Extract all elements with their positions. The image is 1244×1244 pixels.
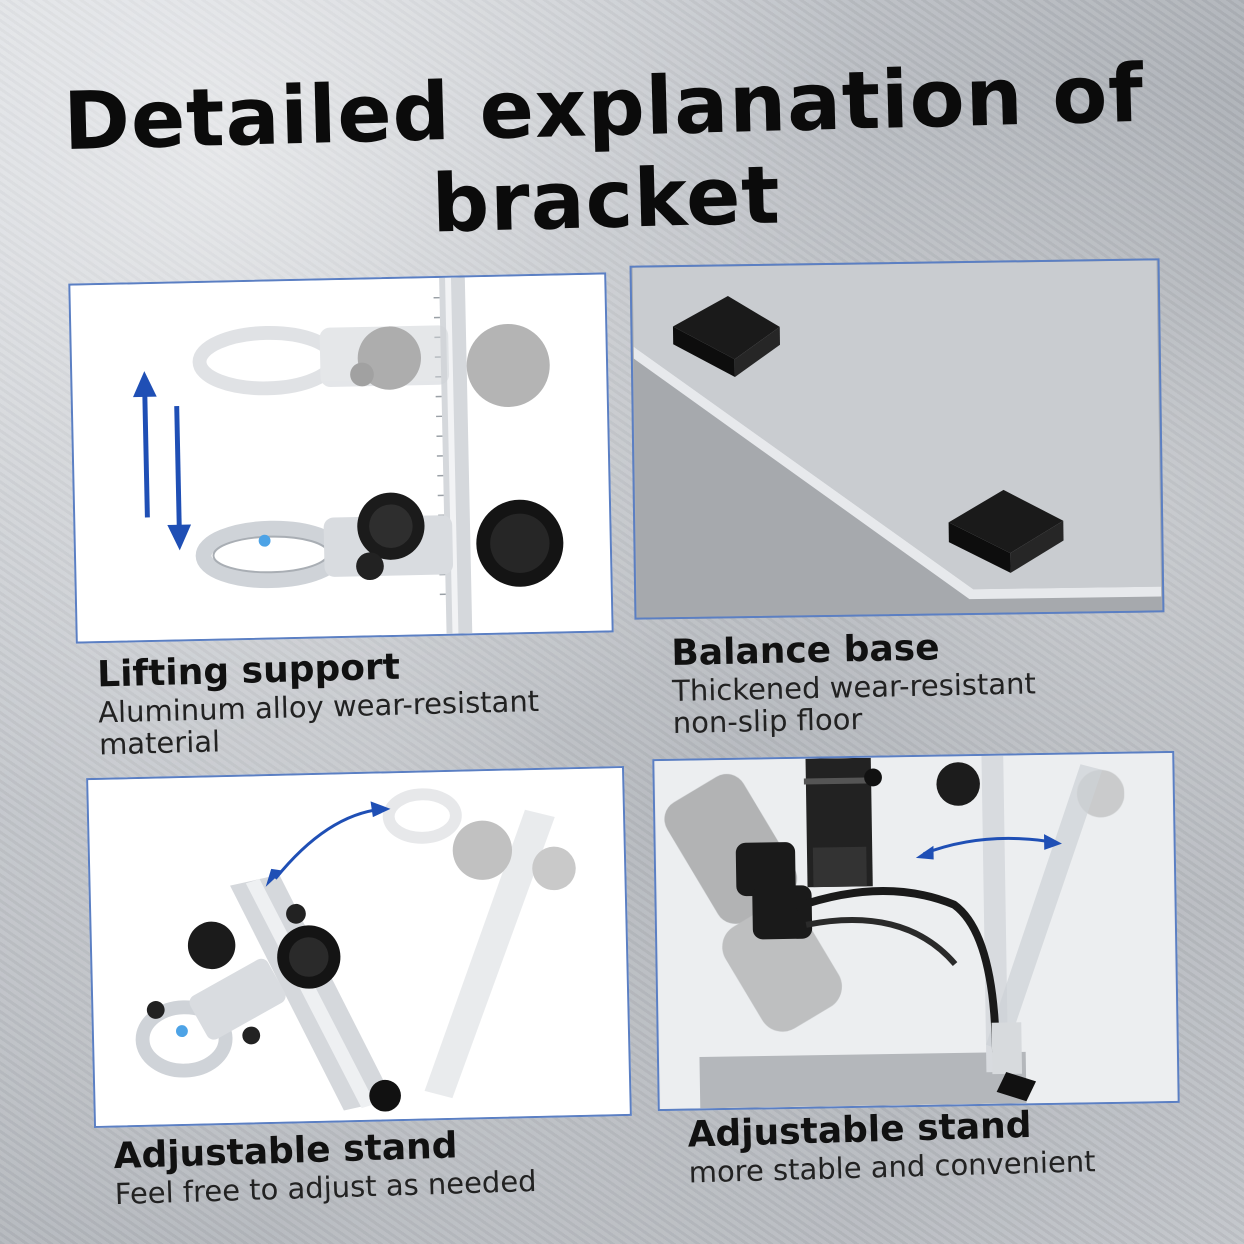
rotate-arrow-icon: [265, 801, 391, 887]
page-title: Detailed explanation of bracket: [62, 46, 1146, 251]
caption-text: Thickened wear-resistant non-slip floor: [671, 666, 1037, 741]
adjustable-stand-gooseneck-image: [652, 750, 1180, 1112]
swing-arrow-icon: [915, 834, 1062, 860]
balance-base-image: [629, 258, 1165, 620]
caption-balance-base: Balance base Thickened wear-resistant no…: [671, 623, 1153, 741]
gooseneck-stand-illustration: [655, 752, 1177, 1110]
up-down-arrow-icon: [133, 371, 192, 551]
caption-lifting-support: Lifting support Aluminum alloy wear-resi…: [97, 641, 600, 762]
adjustable-stand-illustration: [89, 768, 629, 1126]
caption-text: Aluminum alloy wear-resistant material: [97, 684, 540, 762]
caption-adjustable-stand-gooseneck: Adjustable stand more stable and conveni…: [687, 1101, 1159, 1190]
balance-base-illustration: [632, 260, 1162, 618]
rubber-foot: [948, 489, 1064, 573]
rubber-foot: [672, 296, 780, 377]
lifting-support-image: [68, 272, 614, 644]
lifting-support-illustration: [71, 274, 611, 642]
adjustable-stand-image: [86, 765, 632, 1129]
